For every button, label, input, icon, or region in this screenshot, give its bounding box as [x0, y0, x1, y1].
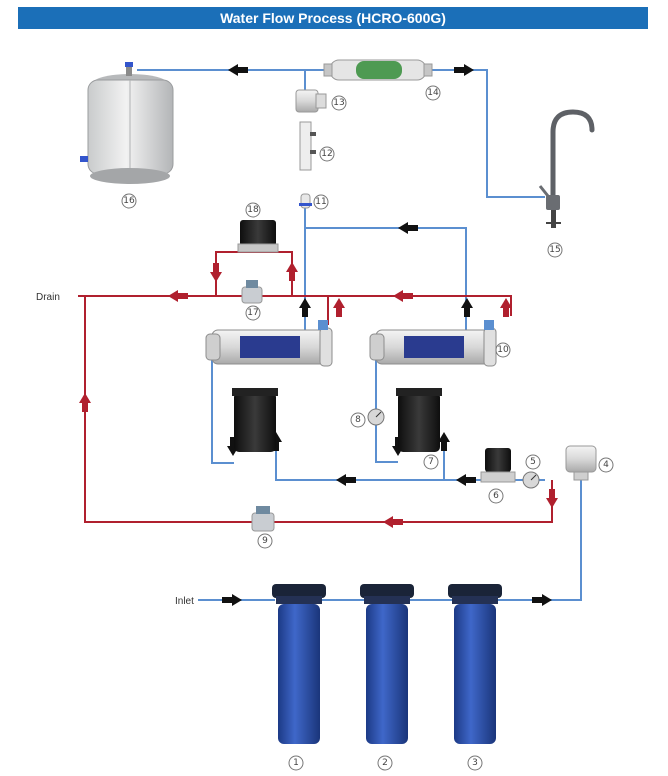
arrow-drain-up-left	[333, 298, 345, 308]
pressure-gauge-5	[522, 471, 540, 489]
arrow-drain-up-right	[500, 298, 512, 308]
feed-row	[275, 448, 545, 481]
callout-10: 10	[497, 345, 509, 355]
diagram-title: Water Flow Process (HCRO-600G)	[18, 7, 648, 29]
callout-17: 17	[247, 308, 258, 318]
callout-circle-3	[467, 755, 483, 771]
arrow-drain-rise	[79, 393, 91, 403]
arrow-up-right-membrane	[461, 298, 473, 308]
arrow-drain-bypass-down	[210, 272, 222, 282]
arrow-permeate	[398, 222, 408, 234]
membrane-loop-left	[211, 350, 234, 464]
callout-circle-10	[495, 342, 511, 358]
callout-7: 7	[428, 457, 434, 467]
post-carbon-filter	[323, 59, 433, 81]
callout-13: 13	[333, 98, 344, 108]
arrow-inlet	[232, 594, 242, 606]
arrow-feed-left	[336, 474, 346, 486]
callout-circle-14	[425, 85, 441, 101]
arrow-up-left-membrane	[299, 298, 311, 308]
drain-main	[78, 295, 512, 316]
low-pressure-switch	[565, 445, 597, 481]
post-filter-out	[424, 69, 545, 198]
component-callouts	[121, 85, 614, 771]
callout-circle-13	[331, 95, 347, 111]
callout-circle-8	[350, 412, 366, 428]
inline-fitting	[299, 193, 312, 209]
callout-circle-16	[121, 193, 137, 209]
membrane-housing-left	[205, 320, 333, 367]
pressure-gauge-8	[367, 408, 385, 426]
callout-11: 11	[315, 197, 326, 207]
flow-restrictor	[299, 121, 316, 171]
callout-circle-5	[525, 454, 541, 470]
callout-9: 9	[262, 536, 268, 546]
callout-circle-2	[377, 755, 393, 771]
membrane-housing-right	[369, 320, 497, 367]
callout-circle-15	[547, 242, 563, 258]
callout-circle-12	[319, 146, 335, 162]
drain-valve	[241, 280, 263, 304]
callout-circle-4	[598, 457, 614, 473]
booster-pump-left	[232, 388, 278, 452]
flow-arrows	[79, 64, 558, 606]
callout-8: 8	[355, 415, 361, 425]
arrow-drain-bypass-up	[286, 262, 298, 272]
callout-5: 5	[530, 457, 536, 467]
callout-1: 1	[293, 758, 299, 768]
callout-circle-1	[288, 755, 304, 771]
prefilter-housing-3	[448, 584, 502, 744]
faucet	[538, 109, 595, 228]
callout-16: 16	[123, 196, 135, 206]
callout-circle-11	[313, 194, 329, 210]
callout-12: 12	[321, 149, 332, 159]
inlet-solenoid-valve	[480, 448, 516, 483]
arrow-drain-bottom	[383, 516, 393, 528]
arrow-drain-2	[393, 290, 403, 302]
drain-label: Drain	[36, 292, 60, 303]
callout-circle-7	[423, 454, 439, 470]
storage-tank	[80, 62, 174, 184]
arrow-drain-1	[168, 290, 178, 302]
callout-circle-17	[245, 305, 261, 321]
callout-circle-6	[488, 488, 504, 504]
callout-4: 4	[603, 460, 609, 470]
check-valve	[295, 89, 327, 113]
booster-pump-right	[396, 388, 442, 452]
callout-14: 14	[427, 88, 439, 98]
inlet-label: Inlet	[175, 596, 194, 607]
prefilter-housing-1	[272, 584, 326, 744]
arrow-prefilter-out	[542, 594, 552, 606]
arrow-top-left	[228, 64, 238, 76]
callout-18: 18	[247, 205, 259, 215]
callout-circle-18	[245, 202, 261, 218]
callout-2: 2	[382, 758, 388, 768]
membrane-loop-right	[375, 350, 398, 463]
prefilter-housing-2	[360, 584, 414, 744]
drain-solenoid-valve	[237, 220, 279, 253]
arrow-up-loop-right	[438, 432, 450, 442]
prefilter-to-valve-line	[496, 478, 582, 601]
flush-valve	[251, 506, 275, 532]
callout-3: 3	[472, 758, 478, 768]
arrow-drain-down-4	[546, 498, 558, 508]
callout-circle-9	[257, 533, 273, 549]
callout-15: 15	[549, 245, 560, 255]
permeate-line-right	[305, 227, 467, 330]
arrow-top-right	[464, 64, 474, 76]
callout-6: 6	[493, 491, 499, 501]
arrow-feed-right	[456, 474, 466, 486]
clean-water-lines	[137, 69, 582, 601]
